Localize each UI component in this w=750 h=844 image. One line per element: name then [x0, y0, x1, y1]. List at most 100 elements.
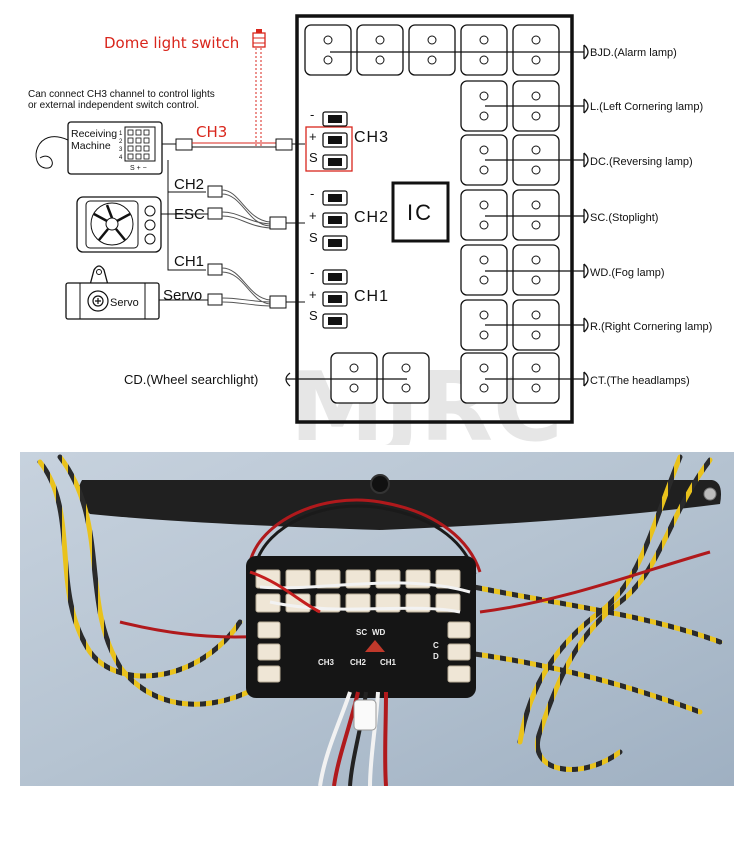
- terminal-hole: [401, 363, 411, 373]
- ch1-minus-label: -: [310, 265, 314, 280]
- ch2-minus-label: -: [310, 186, 314, 201]
- cable-tag: [353, 699, 377, 731]
- antenna-wire: [35, 136, 69, 169]
- receiver-pin-cell: [127, 129, 134, 136]
- terminal-hole: [531, 330, 541, 340]
- terminal-hole: [427, 55, 437, 65]
- port-ch1-label: CH1: [354, 288, 389, 305]
- output-connector-icon: [583, 98, 589, 114]
- ch1-plus-label: +: [309, 287, 317, 302]
- white-wires: [249, 570, 471, 614]
- terminal-hole: [479, 55, 489, 65]
- dome-light-switch-icon: [252, 29, 266, 48]
- terminal-hole: [531, 145, 541, 155]
- terminal-0: [304, 24, 352, 76]
- esc-module: [76, 196, 162, 253]
- receiver-pin-cell: [127, 145, 134, 152]
- ch3-minus-label: -: [310, 107, 314, 122]
- output-connector-icon: [583, 317, 589, 333]
- terminal-hole: [479, 363, 489, 373]
- receiver-pin-cell: [143, 137, 150, 144]
- photo-connector: [315, 569, 341, 589]
- port-ch3-label: CH3: [354, 129, 389, 146]
- board-logo-icon: [365, 640, 385, 652]
- port-ch2-label: CH2: [354, 209, 389, 226]
- terminal-4: [512, 24, 560, 76]
- terminal-hole: [479, 275, 489, 285]
- controller-board-outline: [295, 14, 574, 424]
- receiver-label-2: Machine: [71, 140, 111, 152]
- terminal-hole: [401, 383, 411, 393]
- terminal-hole: [479, 330, 489, 340]
- terminal-hole: [531, 165, 541, 175]
- ch3-highlight-box: [305, 126, 353, 172]
- receiver-pin-cell: [127, 153, 134, 160]
- photo-connector: [447, 665, 471, 683]
- photo-connector: [257, 621, 281, 639]
- pin-pad-fill: [328, 115, 342, 123]
- note-line-1: Can connect CH3 channel to control light…: [28, 89, 215, 100]
- output-connector-icon: [583, 371, 589, 387]
- photo-connector: [257, 665, 281, 683]
- wiring-harness: [159, 138, 305, 309]
- wire-ch1-label: CH1: [174, 253, 204, 270]
- pin-pad-fill: [328, 158, 342, 166]
- terminal-18: [382, 352, 430, 404]
- terminal-hole: [427, 35, 437, 45]
- output-labels: [330, 44, 589, 387]
- output-connector-icon: [583, 152, 589, 168]
- receiver-pin-cell: [135, 145, 142, 152]
- receiver-pin-3: 3: [119, 147, 123, 153]
- terminal-hole: [531, 363, 541, 373]
- terminal-2: [408, 24, 456, 76]
- receiver-pin-cell: [135, 129, 142, 136]
- controller-board: [246, 556, 476, 698]
- receiver-pin-cell: [135, 137, 142, 144]
- ic-label: IC: [407, 200, 433, 225]
- terminal-hole: [531, 255, 541, 265]
- terminal-9: [460, 189, 508, 241]
- photo-label-sc: SC: [356, 628, 367, 637]
- terminal-16: [512, 352, 560, 404]
- mount-screw: [370, 474, 390, 494]
- note-line-2: or external independent switch control.: [28, 100, 199, 111]
- wheel-searchlight-connector: [285, 372, 407, 387]
- photo-label-ch1: CH1: [380, 658, 397, 667]
- ic-chip: [391, 181, 450, 243]
- receiver-pin-1: 1: [119, 131, 123, 137]
- terminal-hole: [375, 35, 385, 45]
- ch3-plus-label: +: [309, 129, 317, 144]
- yellow-black-wires: [37, 454, 723, 772]
- wire-ch3-label: CH3: [196, 123, 227, 141]
- output-label-3: SC.(Stoplight): [590, 212, 658, 224]
- photo-label-ch3: CH3: [318, 658, 335, 667]
- output-terminal-grid: [304, 24, 560, 404]
- input-pin-headers: [322, 111, 348, 329]
- wheel-searchlight-label: CD.(Wheel searchlight): [124, 372, 258, 387]
- terminal-hole: [531, 91, 541, 101]
- receiver-pin-2: 2: [119, 139, 123, 145]
- terminal-3: [460, 24, 508, 76]
- ch2-plus-label: +: [309, 208, 317, 223]
- end-screw: [703, 487, 717, 501]
- receiver-pin-4: 4: [119, 155, 123, 161]
- esc-label: ESC: [174, 206, 205, 223]
- terminal-hole: [479, 145, 489, 155]
- pin-pad-fill: [328, 273, 342, 281]
- ch1-s-label: S: [309, 308, 318, 323]
- pin-pad-fill: [328, 136, 342, 144]
- receiver-pin-matrix: [127, 129, 150, 160]
- terminal-12: [512, 244, 560, 296]
- wiring-diagram: MJRC IC - + S - + S - + S CH3 CH2 CH1 BJ…: [28, 14, 712, 445]
- photo-connector: [435, 593, 461, 613]
- pin-pad-fill: [328, 239, 342, 247]
- terminal-hole: [531, 310, 541, 320]
- dome-light-switch-label: Dome light switch: [104, 34, 239, 52]
- terminal-hole: [531, 55, 541, 65]
- ch2-s-label: S: [309, 230, 318, 245]
- terminal-hole: [531, 35, 541, 45]
- terminal-hole: [323, 55, 333, 65]
- terminal-hole: [531, 220, 541, 230]
- servo-label: Servo: [163, 287, 202, 304]
- photo-label-d: D: [433, 652, 439, 661]
